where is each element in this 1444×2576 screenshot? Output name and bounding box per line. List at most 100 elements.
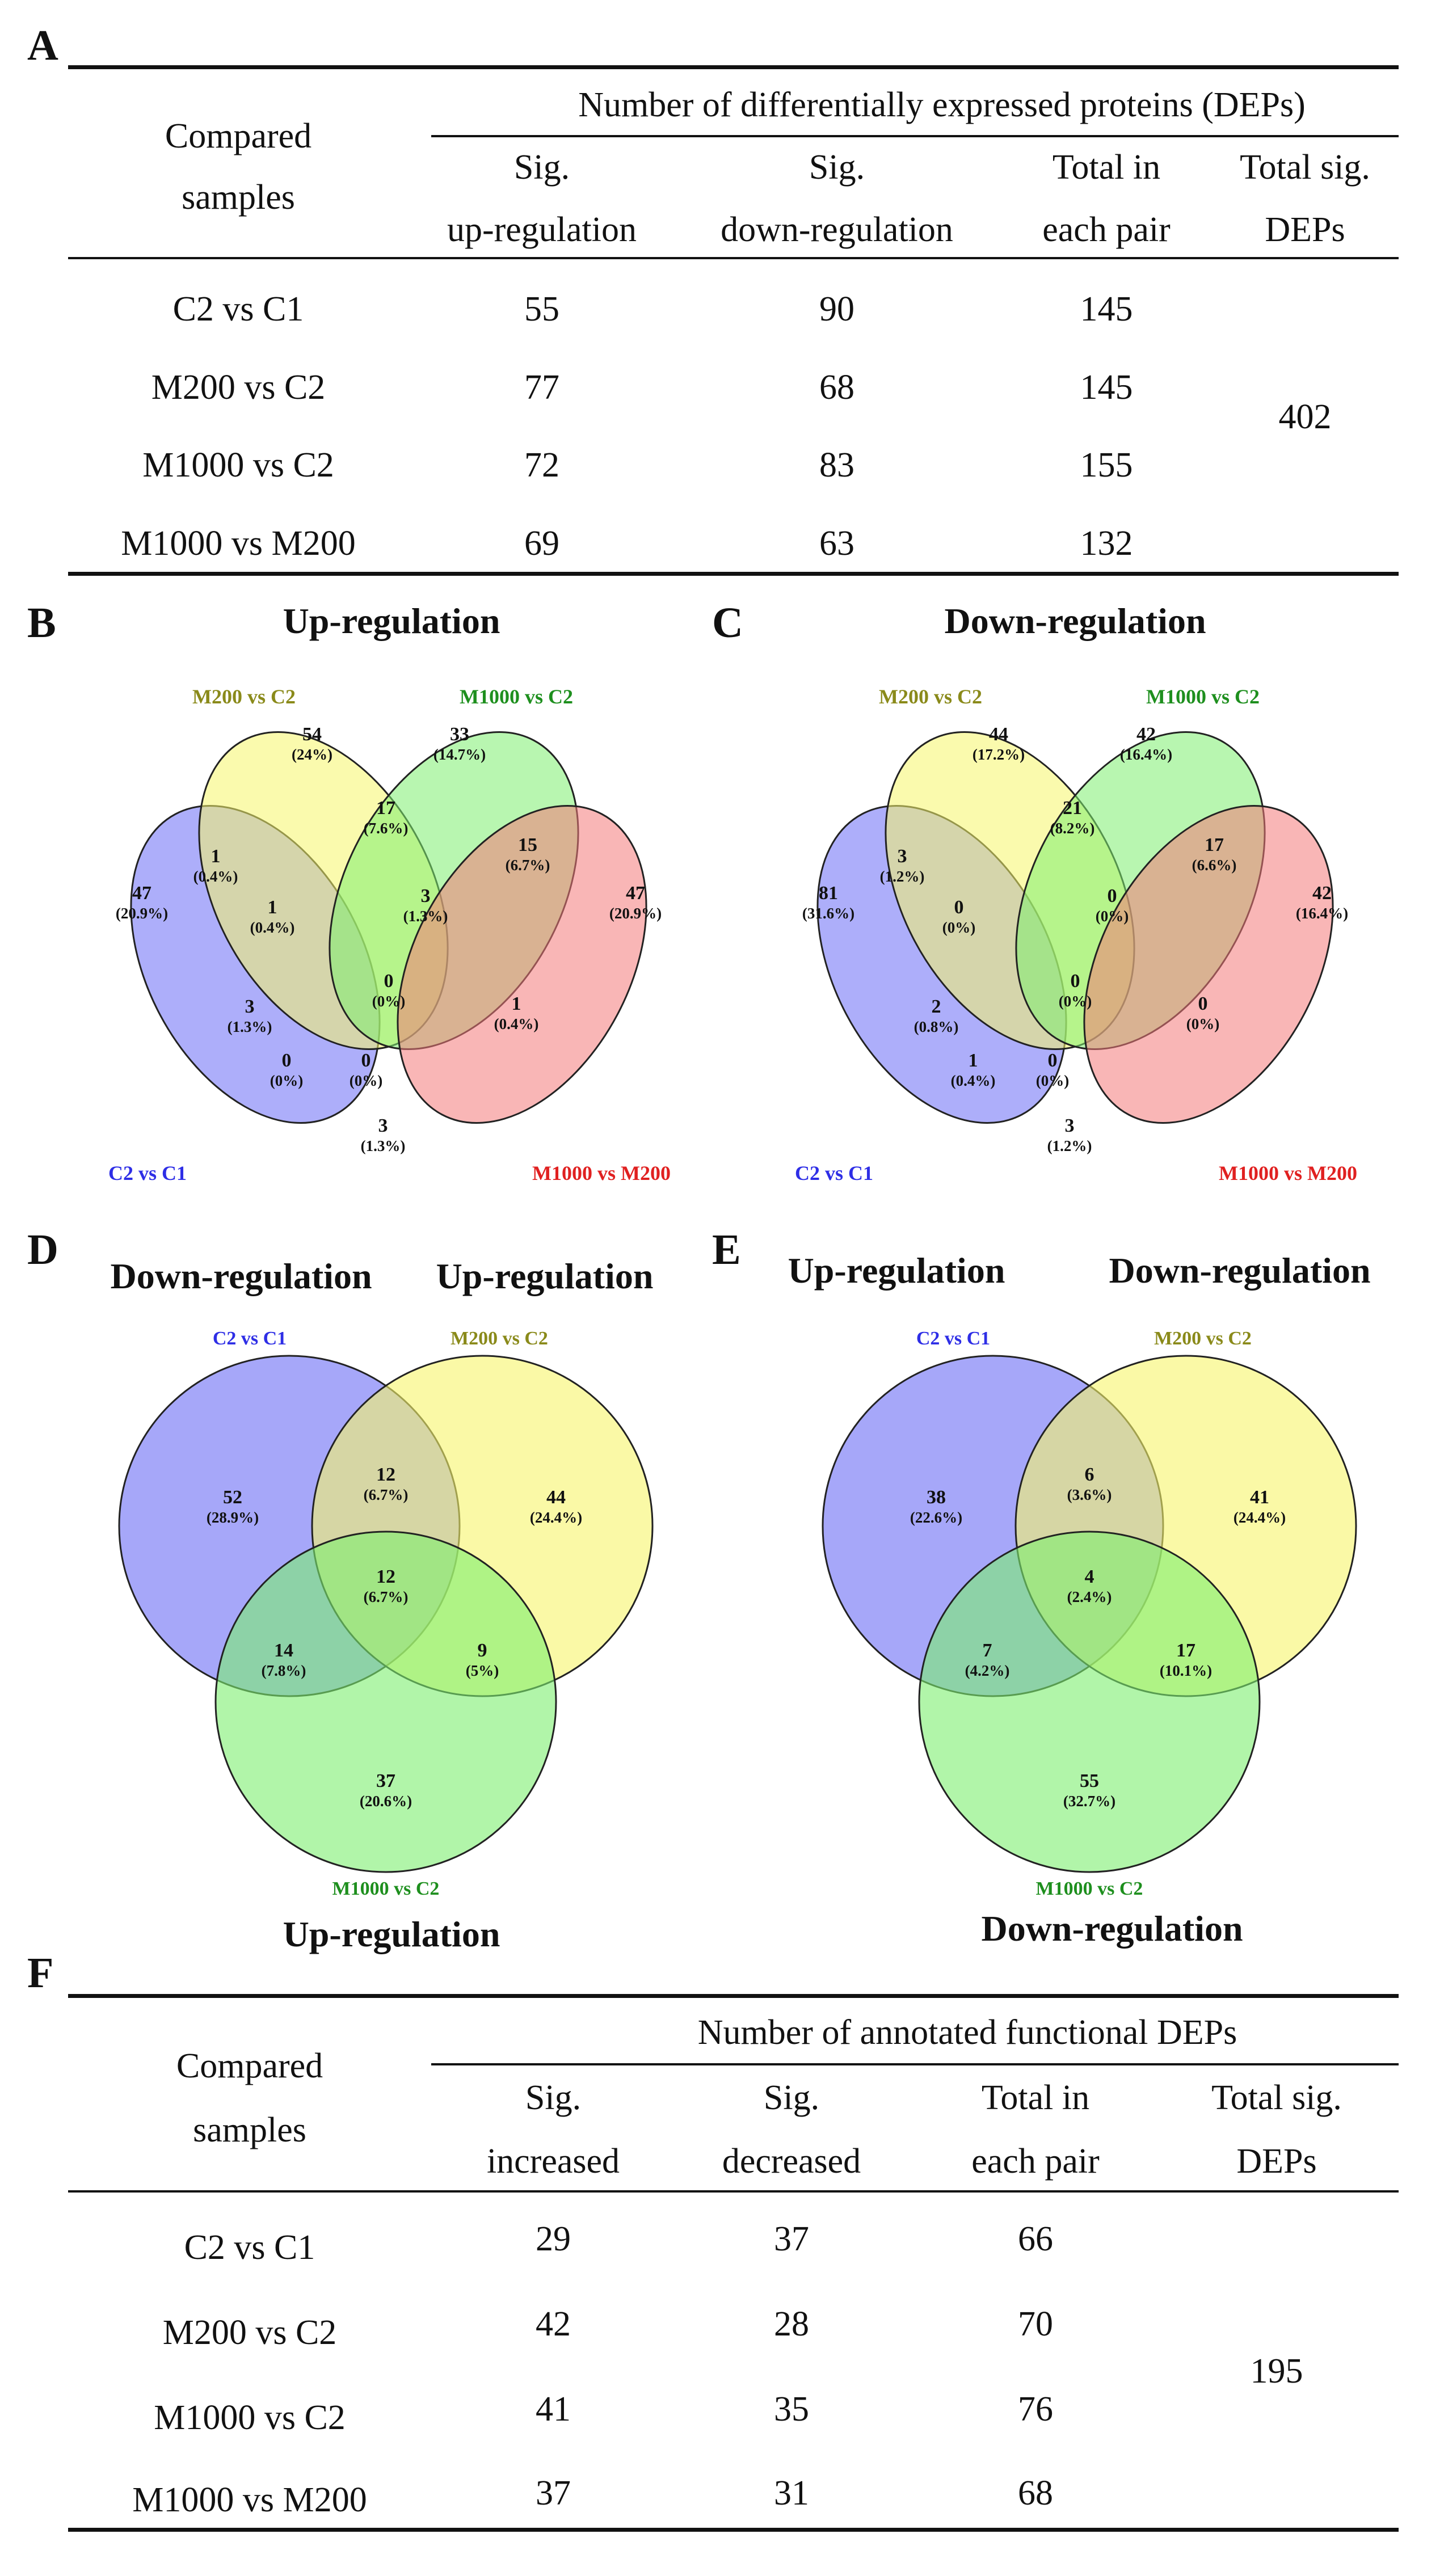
region-percent: (2.4%) [1067,1588,1112,1605]
region-percent: (6.7%) [364,1588,409,1605]
region-count: 1 [512,993,521,1014]
region-count: 21 [1063,798,1082,819]
venn-d-title-bottom: Up-regulation [283,1914,500,1954]
compared-header-line1: Compared [176,2047,323,2085]
table-row-pair: C2 vs C1 [172,290,304,328]
venn-set-label: M200 vs C2 [451,1328,548,1349]
region-count: 0 [361,1050,371,1071]
venn-set-label: C2 vs C1 [108,1162,187,1184]
compared-header-line2: samples [182,178,295,217]
table-bottom-rule [68,2528,1399,2532]
region-count: 54 [302,724,322,745]
region-count: 0 [384,971,394,992]
region-percent: (20.6%) [360,1793,412,1810]
region-count: 47 [626,883,645,904]
table-row-pair: M200 vs C2 [162,2313,337,2352]
venn-set-label: M1000 vs M200 [1219,1162,1357,1184]
region-percent: (22.6%) [910,1509,962,1526]
table-row-up: 29 [536,2220,571,2258]
table-row-total: 155 [1080,446,1133,484]
table-row-pair: M1000 vs C2 [154,2398,346,2437]
functional-deps-table: Number of annotated functional DEPs Comp… [68,1994,1399,2532]
col-up-header-2: up-regulation [447,210,637,249]
col-up-header-2: increased [486,2142,620,2181]
region-count: 0 [1048,1050,1058,1071]
region-count: 0 [1108,886,1117,907]
panel-label-a: A [27,22,58,69]
region-percent: (0.4%) [250,919,295,936]
region-percent: (0%) [942,919,975,936]
venn-d-title-right: Up-regulation [436,1256,654,1296]
region-count: 38 [927,1487,946,1508]
table-top-rule [68,1994,1399,1998]
region-count: 3 [421,886,431,907]
region-count: 81 [819,883,838,904]
col-up-header-1: Sig. [525,2078,582,2117]
region-count: 0 [282,1050,292,1071]
region-count: 9 [478,1640,487,1661]
region-percent: (7.6%) [364,820,409,837]
panel-label-b: B [27,599,56,647]
table-row-down: 68 [819,368,854,407]
region-count: 3 [1065,1115,1075,1136]
region-percent: (3.6%) [1067,1486,1112,1503]
compared-header-line1: Compared [165,117,312,155]
table-group-rule [431,2063,1399,2065]
region-percent: (31.6%) [802,905,854,922]
region-percent: (0%) [270,1072,303,1089]
region-percent: (0%) [350,1072,382,1089]
table-group-header: Number of annotated functional DEPs [697,2013,1237,2052]
region-percent: (7.8%) [262,1662,306,1679]
col-down-header-1: Sig. [809,148,865,187]
region-count: 47 [132,883,151,904]
region-count: 52 [223,1487,242,1508]
region-count: 2 [932,996,941,1017]
table-row-down: 83 [819,446,854,484]
table-row-pair: M1000 vs C2 [142,446,334,484]
region-percent: (0.4%) [193,868,238,885]
table-group-rule [431,135,1399,137]
table-row-up: 77 [524,368,559,407]
table-header-rule [68,2190,1399,2193]
region-percent: (5%) [466,1662,499,1679]
venn-c-title: Down-regulation [944,601,1206,641]
region-percent: (0%) [1059,993,1092,1010]
col-total-header-1: Total in [1052,148,1161,187]
region-count: 3 [378,1115,388,1136]
region-percent: (16.4%) [1120,746,1172,763]
table-top-rule [68,65,1399,69]
region-percent: (1.2%) [880,868,925,885]
table-row-down: 28 [774,2305,809,2343]
table-row-up: 37 [536,2474,571,2512]
panel-label-d: D [27,1226,58,1274]
table-total-sig: 195 [1250,2352,1303,2391]
region-percent: (20.9%) [116,905,168,922]
region-count: 3 [898,846,907,867]
venn-b-diagram: 47(20.9%)54(24%)33(14.7%)47(20.9%)1(0.4%… [108,685,671,1184]
venn-set-label: M200 vs C2 [879,685,982,708]
panel-label-e: E [712,1226,741,1274]
region-count: 0 [954,897,964,918]
region-percent: (0%) [1096,908,1129,925]
region-count: 1 [969,1050,978,1071]
panel-label-f: F [27,1949,54,1997]
panel-label-c: C [712,599,743,647]
region-percent: (1.3%) [228,1018,272,1035]
table-row-pair: C2 vs C1 [184,2228,315,2267]
col-total-header-2: each pair [1042,210,1171,249]
region-percent: (24%) [292,746,332,763]
region-percent: (6.6%) [1192,857,1237,874]
col-up-header-1: Sig. [513,148,570,187]
table-row-pair: M1000 vs M200 [132,2481,367,2519]
venn-c-diagram: 81(31.6%)44(17.2%)42(16.4%)42(16.4%)3(1.… [795,685,1357,1184]
region-percent: (0.4%) [494,1015,539,1032]
region-count: 33 [450,724,469,745]
deps-table: Number of differentially expressed prote… [68,65,1399,576]
region-percent: (14.7%) [433,746,486,763]
col-total-header-1: Total in [981,2078,1090,2117]
region-percent: (0%) [1036,1072,1069,1089]
region-count: 6 [1085,1464,1094,1485]
venn-set-label: C2 vs C1 [916,1328,990,1349]
region-count: 44 [546,1487,566,1508]
venn-d-diagram: 52(28.9%)44(24.4%)12(6.7%)12(6.7%)14(7.8… [118,1328,654,1899]
